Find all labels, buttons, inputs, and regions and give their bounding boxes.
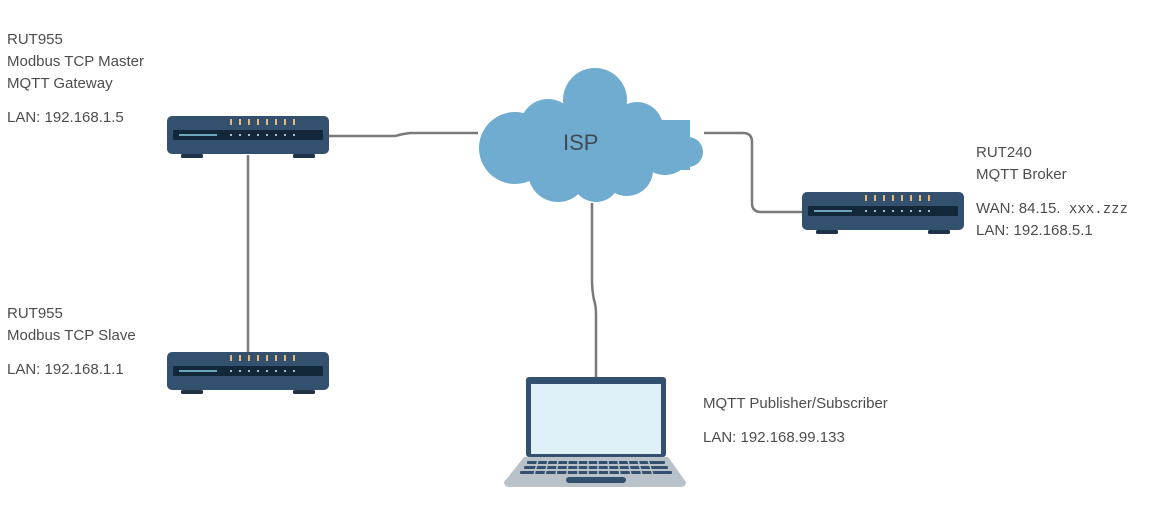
master-role-1: Modbus TCP Master — [7, 53, 144, 70]
client-label: MQTT Publisher/Subscriber LAN: 192.168.9… — [703, 393, 888, 449]
slave-lan: LAN: 192.168.1.1 — [7, 361, 124, 378]
router-slave-icon — [167, 352, 329, 394]
isp-label: ISP — [563, 130, 599, 155]
master-label: RUT955 Modbus TCP Master MQTT Gateway LA… — [7, 29, 144, 129]
master-model: RUT955 — [7, 31, 63, 48]
broker-wan-masked: xxx.zzz — [1060, 201, 1128, 217]
router-master-icon — [167, 116, 329, 158]
laptop-icon — [504, 377, 686, 487]
master-role-2: MQTT Gateway — [7, 75, 113, 92]
slave-role-1: Modbus TCP Slave — [7, 327, 136, 344]
broker-wan: WAN: 84.15. xxx.zzz — [976, 198, 1128, 220]
router-broker-icon — [802, 192, 964, 234]
link-isp-broker — [704, 131, 803, 214]
broker-wan-prefix: WAN: 84.15. — [976, 200, 1061, 217]
link-master-isp — [328, 131, 478, 138]
slave-label: RUT955 Modbus TCP Slave LAN: 192.168.1.1 — [7, 303, 136, 381]
broker-label: RUT240 MQTT Broker WAN: 84.15. xxx.zzz L… — [976, 142, 1128, 242]
broker-role-1: MQTT Broker — [976, 166, 1067, 183]
client-role-1: MQTT Publisher/Subscriber — [703, 395, 888, 412]
isp-cloud-icon — [479, 68, 703, 202]
broker-model: RUT240 — [976, 144, 1032, 161]
broker-lan: LAN: 192.168.5.1 — [976, 222, 1093, 239]
slave-model: RUT955 — [7, 305, 63, 322]
client-lan: LAN: 192.168.99.133 — [703, 429, 845, 446]
master-lan: LAN: 192.168.1.5 — [7, 109, 124, 126]
link-isp-client — [590, 203, 598, 378]
